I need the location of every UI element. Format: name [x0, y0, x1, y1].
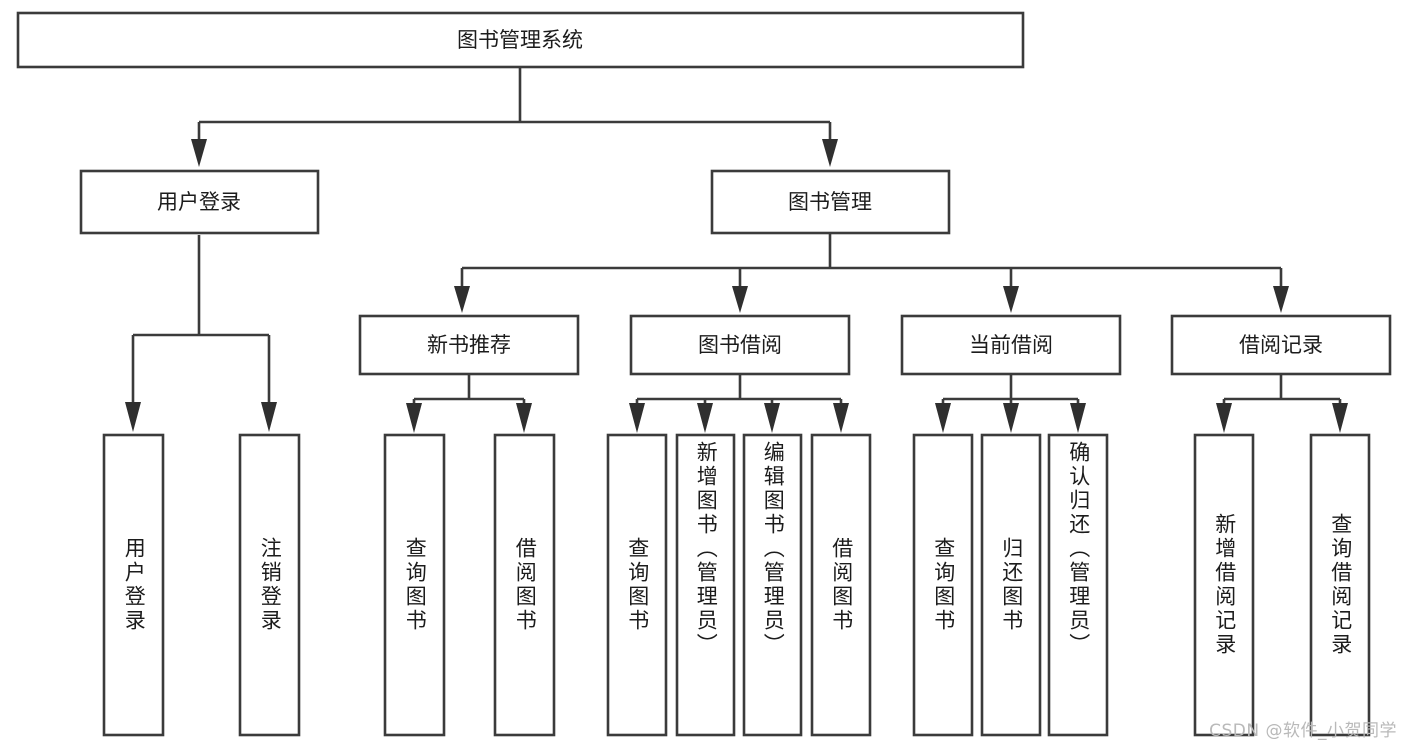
leaf-user-login-box[interactable] [102, 433, 165, 737]
arrow-leaf-borrow-book-1 [516, 403, 532, 433]
arrow-leaf-edit-book [764, 403, 780, 433]
leaf-logout-label: 注销登录 [258, 537, 283, 633]
leaf-confirm-return[interactable]: 确认归还（管理员） [1049, 435, 1107, 735]
node-user-login-box[interactable] [79, 169, 320, 235]
leaf-borrow-book-2-box[interactable] [810, 433, 872, 737]
arrow-to-book-borrow [732, 286, 748, 313]
node-borrow-record-box[interactable] [1170, 314, 1392, 376]
arrow-leaf-query-book-2 [629, 403, 645, 433]
leaf-add-book-label: 新增图书（管理员） [694, 441, 719, 657]
leaf-confirm-return-box[interactable] [1047, 433, 1109, 737]
node-root-box[interactable] [16, 11, 1025, 69]
arrow-to-new-book [454, 286, 470, 313]
node-book-manage-label: 图书管理 [788, 190, 872, 214]
leaf-user-login[interactable]: 用户登录 [104, 435, 163, 735]
leaf-confirm-return-label: 确认归还（管理员） [1066, 441, 1091, 657]
leaf-query-book-3-label: 查询图书 [931, 537, 956, 633]
arrow-leaf-add-book [697, 403, 713, 433]
node-root-label: 图书管理系统 [457, 28, 583, 52]
arrow-to-user-login [191, 139, 207, 167]
arrow-leaf-query-book-3 [935, 403, 951, 433]
leaf-logout-box[interactable] [238, 433, 301, 737]
leaf-edit-book[interactable]: 编辑图书（管理员） [744, 435, 801, 735]
arrow-leaf-user-login [125, 402, 141, 432]
leaf-return-book-label: 归还图书 [999, 537, 1024, 633]
leaf-logout[interactable]: 注销登录 [240, 435, 299, 735]
node-book-borrow[interactable]: 图书借阅 [629, 314, 851, 376]
node-book-manage[interactable]: 图书管理 [710, 169, 951, 235]
leaf-add-record-box[interactable] [1193, 433, 1255, 737]
leaf-query-book-1-label: 查询图书 [403, 537, 428, 633]
leaf-query-book-1[interactable]: 查询图书 [385, 435, 444, 735]
node-new-book-recommend-label: 新书推荐 [427, 333, 511, 357]
arrow-to-current-borrow [1003, 286, 1019, 313]
leaf-return-book[interactable]: 归还图书 [982, 435, 1040, 735]
leaf-edit-book-label: 编辑图书（管理员） [761, 441, 786, 657]
arrow-to-book-manage [822, 139, 838, 167]
node-borrow-record[interactable]: 借阅记录 [1170, 314, 1392, 376]
leaf-query-book-2-label: 查询图书 [625, 537, 650, 633]
node-new-book-recommend-box[interactable] [358, 314, 580, 376]
arrow-leaf-logout [261, 402, 277, 432]
leaf-add-record[interactable]: 新增借阅记录 [1195, 435, 1253, 735]
leaf-borrow-book-2-label: 借阅图书 [829, 537, 854, 633]
node-user-login-label: 用户登录 [157, 190, 241, 214]
arrow-leaf-confirm-return [1070, 403, 1086, 433]
node-current-borrow-box[interactable] [900, 314, 1122, 376]
leaf-box-layer [102, 433, 1371, 737]
node-current-borrow-label: 当前借阅 [969, 333, 1053, 357]
node-book-borrow-box[interactable] [629, 314, 851, 376]
node-borrow-record-label: 借阅记录 [1239, 333, 1323, 357]
leaf-return-book-box[interactable] [980, 433, 1042, 737]
node-user-login[interactable]: 用户登录 [79, 169, 320, 235]
node-book-borrow-label: 图书借阅 [698, 333, 782, 357]
leaf-query-book-3-box[interactable] [912, 433, 974, 737]
arrow-leaf-return-book [1003, 403, 1019, 433]
arrow-leaf-query-book-1 [406, 403, 422, 433]
arrow-leaf-add-record [1216, 403, 1232, 433]
leaf-borrow-book-1-label: 借阅图书 [513, 537, 538, 633]
leaf-query-book-2-box[interactable] [606, 433, 668, 737]
node-new-book-recommend[interactable]: 新书推荐 [358, 314, 580, 376]
arrow-to-borrow-record [1273, 286, 1289, 313]
leaf-borrow-book-1-box[interactable] [493, 433, 556, 737]
node-current-borrow[interactable]: 当前借阅 [900, 314, 1122, 376]
node-root[interactable]: 图书管理系统 [16, 11, 1025, 69]
leaf-add-book-box[interactable] [675, 433, 736, 737]
leaf-query-book-2[interactable]: 查询图书 [608, 435, 666, 735]
leaf-borrow-book-2[interactable]: 借阅图书 [812, 435, 870, 735]
leaf-query-book-1-box[interactable] [383, 433, 446, 737]
connector-layer [125, 67, 1348, 433]
leaf-edit-book-box[interactable] [742, 433, 803, 737]
leaf-user-login-label: 用户登录 [122, 537, 147, 633]
arrow-leaf-borrow-book-2 [833, 403, 849, 433]
arrow-leaf-query-record [1332, 403, 1348, 433]
leaf-add-record-label: 新增借阅记录 [1212, 513, 1237, 657]
leaf-query-record-label: 查询借阅记录 [1328, 513, 1353, 657]
leaf-add-book[interactable]: 新增图书（管理员） [677, 435, 734, 735]
leaf-query-book-3[interactable]: 查询图书 [914, 435, 972, 735]
node-book-manage-box[interactable] [710, 169, 951, 235]
leaf-query-record[interactable]: 查询借阅记录 [1311, 435, 1369, 735]
leaf-borrow-book-1[interactable]: 借阅图书 [495, 435, 554, 735]
leaf-query-record-box[interactable] [1309, 433, 1371, 737]
